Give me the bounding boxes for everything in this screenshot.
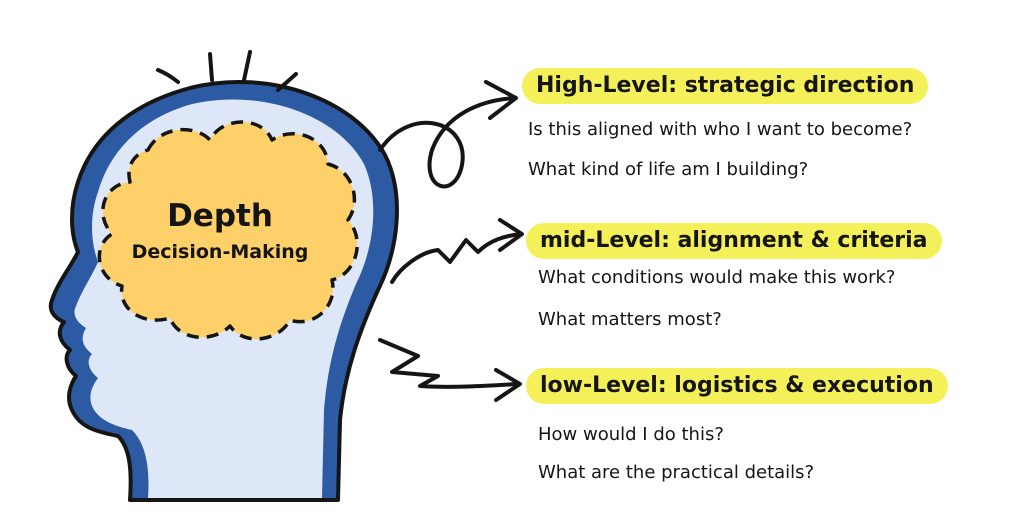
brain-cloud <box>97 120 359 341</box>
high-level-question-2: What kind of life am I building? <box>528 159 809 180</box>
center-subtitle: Decision-Making <box>131 241 309 263</box>
burst-line <box>156 68 180 84</box>
high-level-heading: High-Level: strategic direction <box>522 68 929 104</box>
mid-level-question-1: What conditions would make this work? <box>538 267 896 288</box>
mid-level-heading: mid-Level: alignment & criteria <box>526 223 942 259</box>
low-level-heading: low-Level: logistics & execution <box>526 368 948 404</box>
arrowhead-mid-level <box>498 218 524 252</box>
burst-line <box>242 50 252 82</box>
arrowhead-low-level <box>494 368 522 402</box>
mid-level-question-2: What matters most? <box>538 309 722 330</box>
high-level-question-1: Is this aligned with who I want to becom… <box>528 119 913 140</box>
arrow-mid-level <box>390 232 522 284</box>
low-level-question-2: What are the practical details? <box>538 462 815 483</box>
low-level-question-1: How would I do this? <box>538 424 724 445</box>
arrow-high-level <box>378 96 517 189</box>
burst-line <box>208 52 214 82</box>
arrowhead-high-level <box>484 80 518 120</box>
arrow-low-level <box>378 338 520 389</box>
burst-line <box>276 72 298 92</box>
center-title: Depth <box>167 198 273 234</box>
